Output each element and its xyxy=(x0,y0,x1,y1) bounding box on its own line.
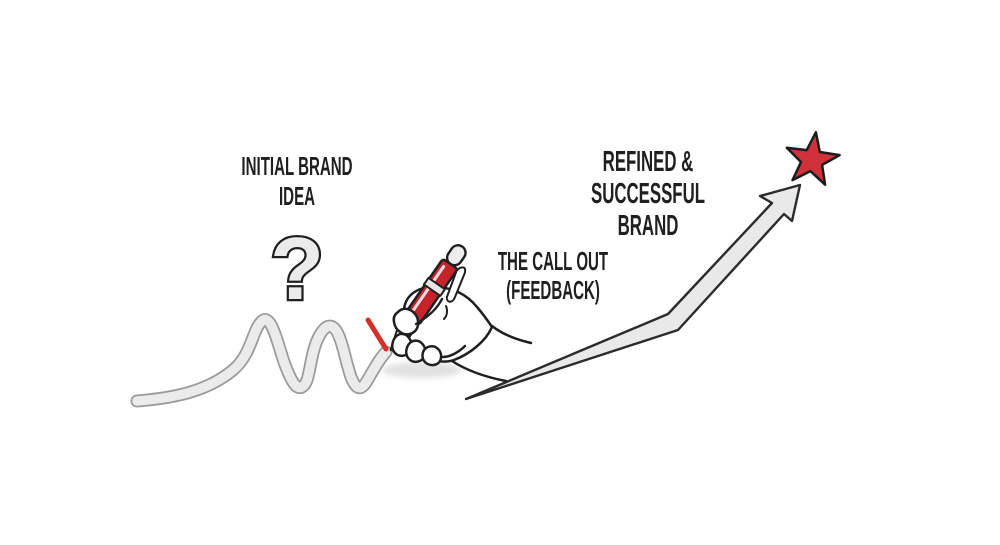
question-mark-icon: ? xyxy=(270,219,324,318)
index-finger-line xyxy=(414,297,444,326)
growth-arrow-icon xyxy=(464,183,802,401)
thumb xyxy=(392,307,420,336)
label-initial-brand-idea: INITIAL BRAND IDEA xyxy=(241,151,353,212)
knuckle-crease xyxy=(443,305,449,320)
pen-stroke-mark xyxy=(365,317,389,352)
pen-clip xyxy=(445,266,467,303)
palm-line xyxy=(441,344,467,359)
wrist-line-bottom xyxy=(450,359,508,383)
red-star-icon xyxy=(785,131,841,186)
label-refined-successful-brand: REFINED & SUCCESSFUL BRAND xyxy=(590,146,706,242)
wrist-line-top xyxy=(490,324,533,345)
hand-with-pen-icon xyxy=(382,244,533,383)
hand-shadow xyxy=(382,362,462,378)
finger-3 xyxy=(421,345,443,367)
finger-2 xyxy=(404,339,427,364)
label-call-out-feedback: THE CALL OUT (FEEDBACK) xyxy=(497,246,609,306)
pen-cap-button xyxy=(445,244,467,267)
scribble-wave-icon xyxy=(130,313,393,408)
